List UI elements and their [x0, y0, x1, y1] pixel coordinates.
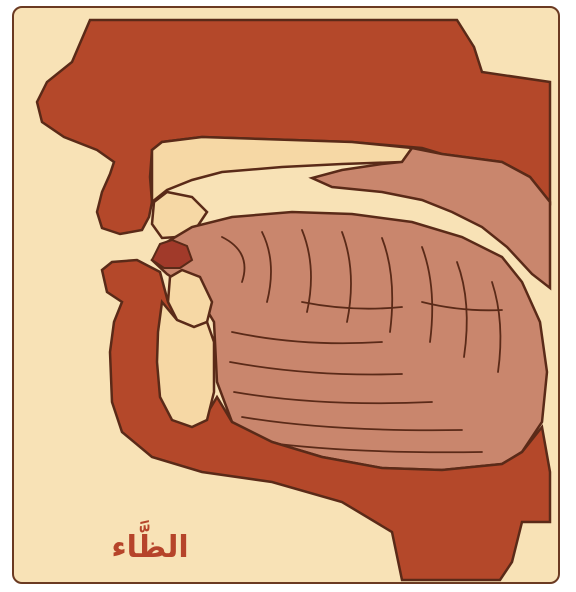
articulation-diagram [14, 8, 560, 584]
diagram-frame: الظَّاء [12, 6, 560, 584]
letter-caption: الظَّاء [110, 530, 190, 565]
